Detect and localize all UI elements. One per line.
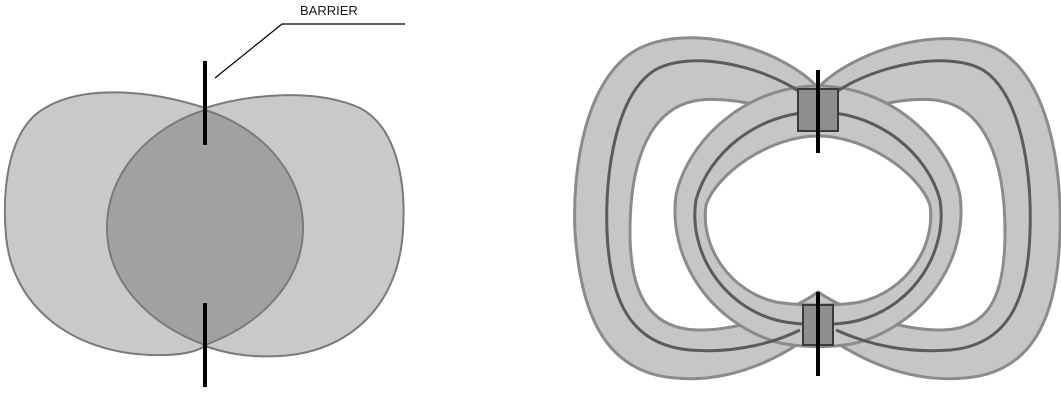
barrier-label: BARRIER	[300, 3, 358, 18]
barrier-leader-line	[215, 24, 405, 78]
right-diagram	[575, 38, 1061, 379]
left-diagram: BARRIER	[5, 3, 405, 387]
